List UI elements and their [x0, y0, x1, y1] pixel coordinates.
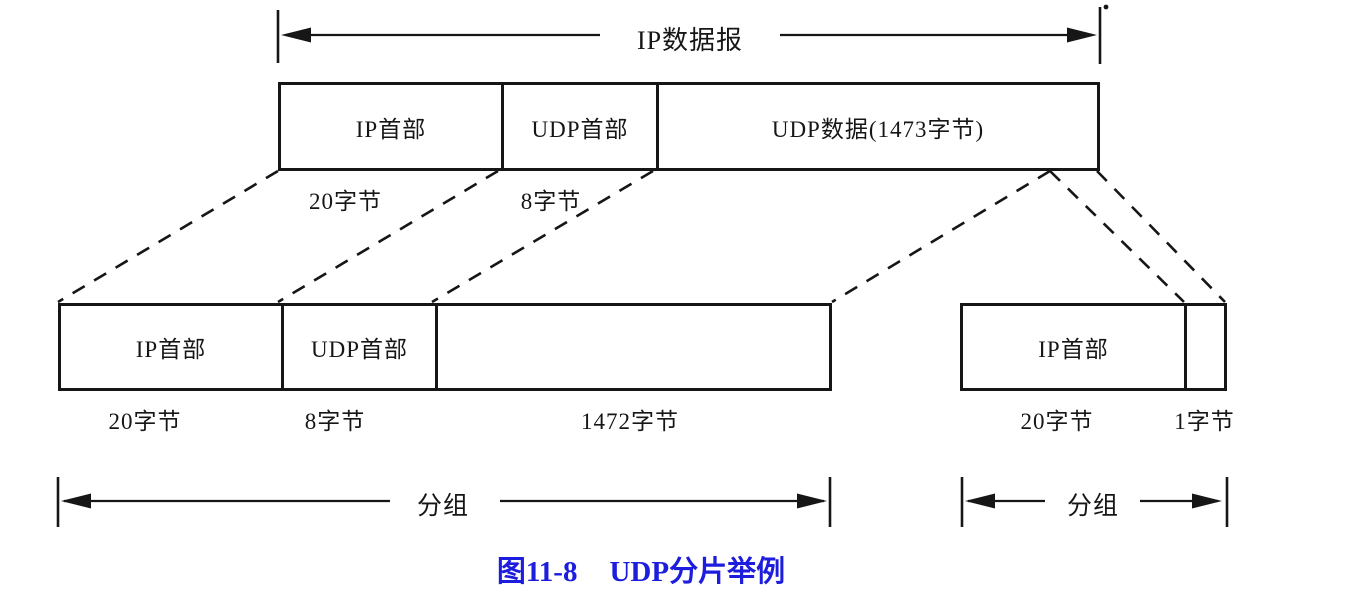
frag1-ip-size-label: 20字节 [108, 409, 182, 434]
figure-number: 图11-8 [496, 556, 578, 588]
udp-data-cell: UDP数据(1473字节) [656, 85, 1097, 168]
ip-datagram-box: IP首部 UDP首部 UDP数据(1473字节) [278, 82, 1100, 171]
frag1-data-size-label: 1472字节 [581, 409, 679, 434]
dash-split-to-frag2-divider [1049, 170, 1185, 303]
left-arrowhead-icon [61, 493, 91, 509]
udp-header-cell: UDP首部 [501, 85, 656, 168]
ip-header-size-label: 20字节 [309, 189, 382, 214]
ip-datagram-span-arrow [276, 4, 1109, 64]
dash-udp-data-boundary [431, 169, 654, 304]
dash-left-edge [57, 169, 279, 304]
fragmentation-dashed-lines [57, 169, 1226, 304]
ip-header-cell: IP首部 [135, 337, 207, 362]
ip-header-cell: IP首部 [355, 116, 427, 142]
data-cell [1184, 306, 1224, 388]
right-arrowhead-icon [797, 493, 827, 509]
fragment2-box: IP首部 [960, 303, 1227, 391]
fragment1-span-arrow [56, 477, 832, 527]
frag2-packet-label: 分组 [1066, 493, 1119, 520]
ip-datagram-label: IP数据报 [636, 26, 744, 55]
frag1-udp-size-label: 8字节 [304, 409, 366, 434]
dash-ip-udp-boundary [277, 169, 499, 304]
dash-right-edge [1096, 170, 1226, 303]
figure-caption: 图11-8 UDP分片举例 [411, 548, 871, 590]
frag2-data-size-label: 1字节 [1174, 409, 1235, 434]
left-arrowhead-icon [281, 27, 311, 43]
fragment1-box: IP首部 UDP首部 [58, 303, 832, 391]
frag2-ip-size-label: 20字节 [1020, 409, 1094, 434]
right-arrowhead-icon [1192, 493, 1222, 509]
data-cell [435, 306, 829, 388]
scan-dot [1103, 4, 1109, 10]
left-arrowhead-icon [965, 493, 995, 509]
right-arrowhead-icon [1067, 27, 1097, 43]
ip-header-cell: IP首部 [1038, 337, 1109, 362]
dash-split-to-frag1-end [831, 169, 1051, 304]
fragment2-span-arrow [960, 477, 1229, 527]
udp-header-cell: UDP首部 [281, 306, 435, 388]
frag1-packet-label: 分组 [416, 493, 469, 520]
udp-header-size-label: 8字节 [520, 189, 582, 214]
figure-title: UDP分片举例 [609, 556, 786, 588]
